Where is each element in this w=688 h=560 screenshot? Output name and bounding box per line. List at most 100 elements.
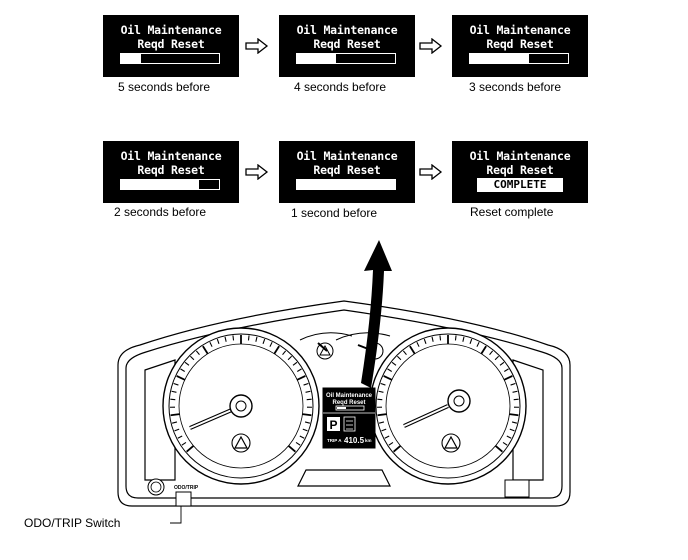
- progress-fill: [297, 54, 337, 63]
- gauge-tick: [287, 355, 293, 361]
- cluster-display-line-1: Oil Maintenance: [326, 393, 373, 399]
- gauge-tick: [304, 421, 311, 424]
- display-2-seconds-before: Oil Maintenance Reqd Reset: [103, 141, 239, 203]
- odo-trip-switch-callout: ODO/TRIP Switch: [24, 516, 120, 530]
- gauge-tick: [181, 441, 187, 446]
- display-5-seconds-before: Oil Maintenance Reqd Reset: [103, 15, 239, 77]
- right-button: [504, 479, 530, 498]
- gauge-tick: [393, 445, 402, 453]
- callout-line: [170, 506, 182, 524]
- gauge-tick: [409, 345, 416, 355]
- odo-trip-switch[interactable]: [175, 491, 192, 507]
- gauge-tick: [171, 390, 177, 393]
- gauge-tick: [255, 336, 258, 342]
- gauge-tick: [462, 336, 465, 342]
- gauge-tick: [262, 338, 266, 344]
- multi-information-display: Oil Maintenance Reqd Reset P TRIP A 410.…: [322, 387, 376, 449]
- gauge-tick: [383, 375, 393, 381]
- gauge-tick: [439, 335, 442, 341]
- gauge-tick: [186, 445, 195, 453]
- gauge-tick: [511, 421, 518, 424]
- gauge-tick: [189, 355, 195, 361]
- gauge-tick: [295, 441, 301, 446]
- gauge-tick: [224, 336, 227, 342]
- gauge-tick: [171, 421, 178, 424]
- message-line-2: Reqd Reset: [486, 163, 554, 177]
- progress-fill: [121, 180, 200, 189]
- gauge-tick: [303, 382, 309, 386]
- gauge-tick: [174, 428, 180, 432]
- trip-label: TRIP A: [327, 438, 342, 443]
- message-line-2: Reqd Reset: [486, 37, 554, 51]
- caption-2-seconds-before: 2 seconds before: [114, 205, 207, 219]
- gauge-tick: [381, 428, 387, 432]
- message-line-1: Oil Maintenance: [296, 23, 398, 37]
- warning-triangle-icon: [443, 435, 459, 449]
- odo-trip-switch-label: ODO/TRIP: [174, 485, 199, 491]
- message-line-1: Oil Maintenance: [296, 149, 398, 163]
- progress-bar: [469, 53, 569, 64]
- gauge-tick: [209, 341, 213, 347]
- gauge-tick: [296, 368, 302, 372]
- gauge-tick: [269, 341, 273, 347]
- gauge-tick: [305, 390, 311, 393]
- cluster-display-line-2: Reqd Reset: [332, 400, 365, 406]
- trip-unit: km: [365, 438, 372, 443]
- gauge-tick: [502, 441, 508, 446]
- gauge-tick: [273, 345, 280, 355]
- progress-fill: [297, 180, 395, 189]
- message-line-2: Reqd Reset: [137, 37, 205, 51]
- progress-fill: [470, 54, 529, 63]
- gauge-tick: [391, 361, 397, 366]
- gauge-tick: [292, 361, 298, 366]
- message-line-2: Reqd Reset: [313, 163, 381, 177]
- gauge-tick: [469, 338, 473, 344]
- gauge-tick: [378, 421, 385, 424]
- gauge-tick: [299, 435, 305, 439]
- trip-value: 410.5: [344, 436, 365, 445]
- gauge-tick: [416, 341, 420, 347]
- gauge-tick: [173, 382, 179, 386]
- gauge-tick: [180, 368, 186, 372]
- gauge-tick: [380, 382, 386, 386]
- gauge-tick: [509, 428, 515, 432]
- progress-bar: [120, 179, 220, 190]
- center-lower-panel: [297, 469, 391, 487]
- message-line-2: Reqd Reset: [137, 163, 205, 177]
- tachometer-gauge: [369, 327, 527, 485]
- caption-1-second-before: 1 second before: [291, 206, 378, 220]
- message-line-1: Oil Maintenance: [469, 23, 571, 37]
- gauge-tick: [202, 345, 209, 355]
- gauge-tick: [195, 350, 200, 356]
- gauge-tick: [216, 338, 220, 344]
- message-line-1: Oil Maintenance: [120, 149, 222, 163]
- progress-fill: [121, 54, 141, 63]
- shift-pattern-icon: [346, 420, 353, 430]
- message-line-2: Reqd Reset: [313, 37, 381, 51]
- gauge-tick: [396, 355, 402, 361]
- right-arrow-icon: [245, 38, 269, 54]
- gauge-tick: [302, 413, 312, 417]
- left-side-panel: [144, 359, 176, 481]
- caption-3-seconds-before: 3 seconds before: [469, 80, 562, 94]
- gauge-tick: [388, 441, 394, 446]
- gauge-tick: [509, 413, 519, 417]
- caption-5-seconds-before: 5 seconds before: [118, 80, 211, 94]
- gauge-tick: [510, 382, 516, 386]
- gauge-tick: [296, 375, 306, 381]
- caption-4-seconds-before: 4 seconds before: [294, 80, 387, 94]
- right-arrow-icon: [419, 38, 443, 54]
- speedometer-gauge: [162, 327, 320, 485]
- message-line-1: Oil Maintenance: [120, 23, 222, 37]
- warning-triangle-icon: [233, 435, 249, 449]
- gauge-tick: [287, 445, 296, 453]
- gauge-tick: [384, 435, 390, 439]
- gauge-tick: [499, 361, 505, 366]
- gauge-tick: [480, 345, 487, 355]
- gauge-tick: [176, 375, 186, 381]
- message-line-1: Oil Maintenance: [469, 149, 571, 163]
- gauge-tick: [402, 350, 407, 356]
- gauge-tick: [512, 390, 518, 393]
- display-3-seconds-before: Oil Maintenance Reqd Reset: [452, 15, 588, 77]
